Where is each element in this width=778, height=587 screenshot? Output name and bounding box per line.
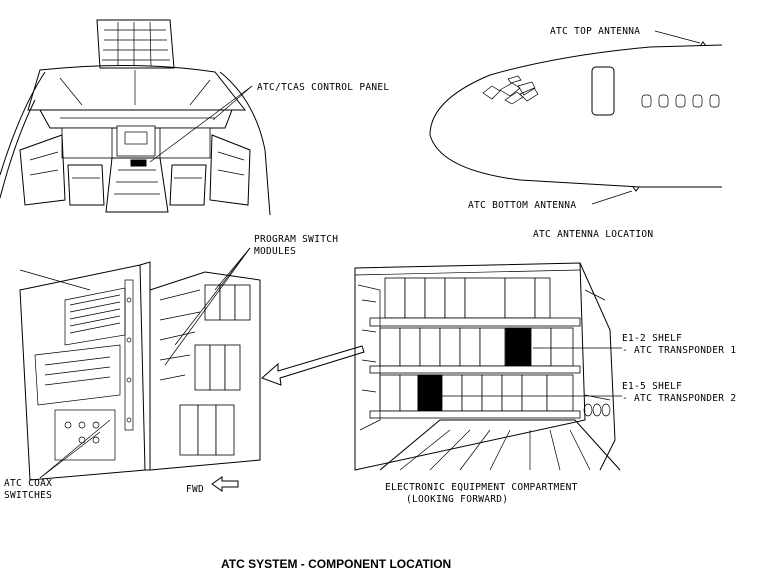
callout-arrow-icon (261, 345, 365, 386)
figure-title: ATC SYSTEM - COMPONENT LOCATION (221, 557, 451, 571)
atc-transponder-2-label: - ATC TRANSPONDER 2 (622, 393, 736, 404)
atc-tcas-control-panel-label: ATC/TCAS CONTROL PANEL (257, 82, 389, 93)
fwd-label: FWD (186, 484, 204, 495)
atc-bottom-antenna-label: ATC BOTTOM ANTENNA (468, 200, 576, 211)
program-switch-rack-view: PROGRAM SWITCH MODULES ATC COAX SWITCHES… (4, 234, 338, 501)
atc-coax-switches-label-line1: ATC COAX (4, 478, 52, 489)
atc-transponder-2-unit (417, 374, 443, 412)
atc-transponder-1-label: - ATC TRANSPONDER 1 (622, 345, 736, 356)
compartment-caption-line2: (LOOKING FORWARD) (406, 494, 508, 505)
e1-5-shelf-label: E1-5 SHELF (622, 381, 682, 392)
atc-antenna-location-caption: ATC ANTENNA LOCATION (533, 229, 653, 240)
cockpit-view: ATC/TCAS CONTROL PANEL (0, 19, 389, 216)
atc-coax-switches-label-line2: SWITCHES (4, 490, 52, 501)
program-switch-modules-label-line2: MODULES (254, 246, 296, 257)
program-switch-modules-label-line1: PROGRAM SWITCH (254, 234, 338, 245)
atc-top-antenna-label: ATC TOP ANTENNA (550, 26, 640, 37)
atc-transponder-1-unit (505, 327, 532, 367)
equipment-compartment-view: E1-2 SHELF - ATC TRANSPONDER 1 E1-5 SHEL… (354, 262, 736, 505)
compartment-caption-line1: ELECTRONIC EQUIPMENT COMPARTMENT (385, 482, 578, 493)
e1-2-shelf-label: E1-2 SHELF (622, 333, 682, 344)
aircraft-antenna-view: ATC TOP ANTENNA ATC BOTTOM ANTENNA ATC A… (429, 26, 723, 240)
